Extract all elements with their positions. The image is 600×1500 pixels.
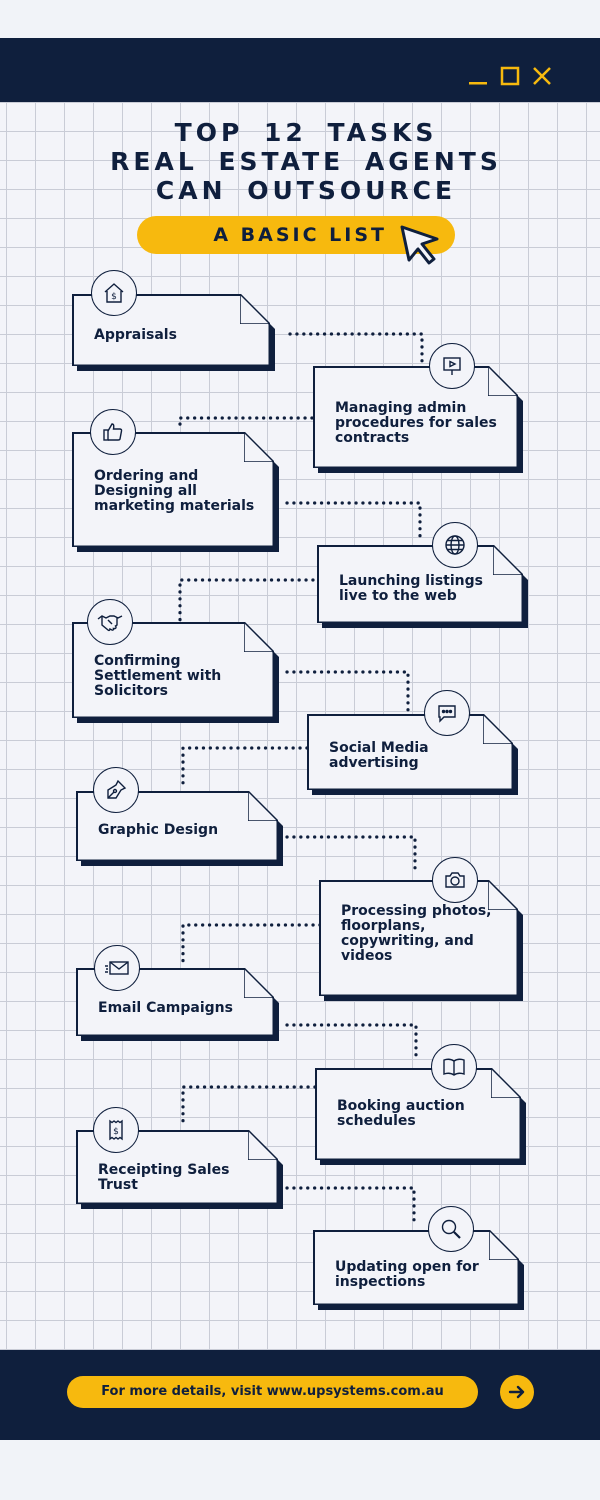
task-icon-badge: $ bbox=[91, 270, 137, 316]
task-label: Receipting Sales Trust bbox=[98, 1162, 230, 1193]
handshake-icon bbox=[97, 615, 123, 632]
task-label: Launching listings live to the web bbox=[339, 573, 483, 604]
title-line-1: TOP 12 TASKS bbox=[174, 118, 438, 147]
task-label: Booking auction schedules bbox=[337, 1098, 465, 1129]
footer-link-pill[interactable] bbox=[67, 1376, 478, 1408]
window-controls bbox=[468, 66, 552, 86]
task-icon-badge bbox=[432, 857, 478, 903]
task-card: Launching listings live to the web bbox=[317, 545, 523, 623]
camera-icon bbox=[445, 872, 465, 888]
task-card: Email Campaigns bbox=[76, 968, 274, 1036]
arrow-right-icon bbox=[508, 1385, 525, 1399]
task-card: Booking auction schedules bbox=[315, 1068, 521, 1160]
top-bar bbox=[0, 38, 600, 102]
task-label: Email Campaigns bbox=[98, 1000, 233, 1016]
subtitle-pill bbox=[137, 216, 455, 254]
close-icon[interactable] bbox=[532, 66, 552, 86]
task-card: Confirming Settlement with Solicitors bbox=[72, 622, 274, 718]
task-label: Processing photos, floorplans, copywriti… bbox=[341, 903, 492, 964]
minimize-icon[interactable] bbox=[468, 66, 488, 86]
task-icon-badge bbox=[432, 522, 478, 568]
task-card: Updating open for inspections bbox=[313, 1230, 519, 1305]
task-icon-badge: $ bbox=[93, 1107, 139, 1153]
title-line-3: CAN OUTSOURCE bbox=[155, 176, 457, 205]
task-card: Ordering and Designing all marketing mat… bbox=[72, 432, 274, 547]
task-icon-badge bbox=[429, 343, 475, 389]
magnifier-icon bbox=[441, 1219, 461, 1239]
task-label: Social Media advertising bbox=[329, 740, 429, 771]
page-title: TOP 12 TASKS REAL ESTATE AGENTS CAN OUTS… bbox=[0, 118, 600, 205]
globe-icon bbox=[445, 535, 465, 555]
cursor-icon bbox=[400, 225, 439, 265]
task-card: Managing admin procedures for sales cont… bbox=[313, 366, 518, 468]
task-card: Processing photos, floorplans, copywriti… bbox=[319, 880, 518, 996]
pen-nib-icon bbox=[107, 779, 127, 799]
task-label: Ordering and Designing all marketing mat… bbox=[94, 468, 255, 514]
presentation-board-icon bbox=[443, 357, 461, 375]
svg-text:$: $ bbox=[111, 292, 117, 302]
open-book-icon bbox=[443, 1058, 465, 1076]
task-card: Social Media advertising bbox=[307, 714, 513, 790]
task-label: Confirming Settlement with Solicitors bbox=[94, 653, 222, 699]
task-icon-badge bbox=[424, 690, 470, 736]
task-label: Managing admin procedures for sales cont… bbox=[335, 400, 497, 446]
task-icon-badge bbox=[431, 1044, 477, 1090]
svg-text:$: $ bbox=[113, 1127, 119, 1137]
next-button[interactable] bbox=[500, 1375, 534, 1409]
task-icon-badge bbox=[90, 409, 136, 455]
task-icon-badge bbox=[428, 1206, 474, 1252]
task-card: Appraisals bbox=[72, 294, 270, 366]
receipt-icon: $ bbox=[109, 1119, 123, 1141]
subtitle: A BASIC LIST bbox=[213, 224, 387, 246]
task-icon-badge bbox=[94, 945, 140, 991]
footer-link-text[interactable]: For more details, visit www.upsystems.co… bbox=[101, 1384, 444, 1399]
thumbs-up-icon bbox=[103, 423, 123, 441]
chat-bubble-icon bbox=[438, 705, 456, 723]
task-label: Graphic Design bbox=[98, 822, 219, 838]
maximize-icon[interactable] bbox=[500, 66, 520, 86]
task-icon-badge bbox=[93, 767, 139, 813]
task-label: Appraisals bbox=[94, 327, 177, 343]
title-line-2: REAL ESTATE AGENTS bbox=[110, 147, 502, 176]
task-label: Updating open for inspections bbox=[335, 1259, 479, 1290]
task-icon-badge bbox=[87, 599, 133, 645]
envelope-icon bbox=[105, 961, 129, 975]
house-dollar-icon: $ bbox=[104, 283, 124, 303]
